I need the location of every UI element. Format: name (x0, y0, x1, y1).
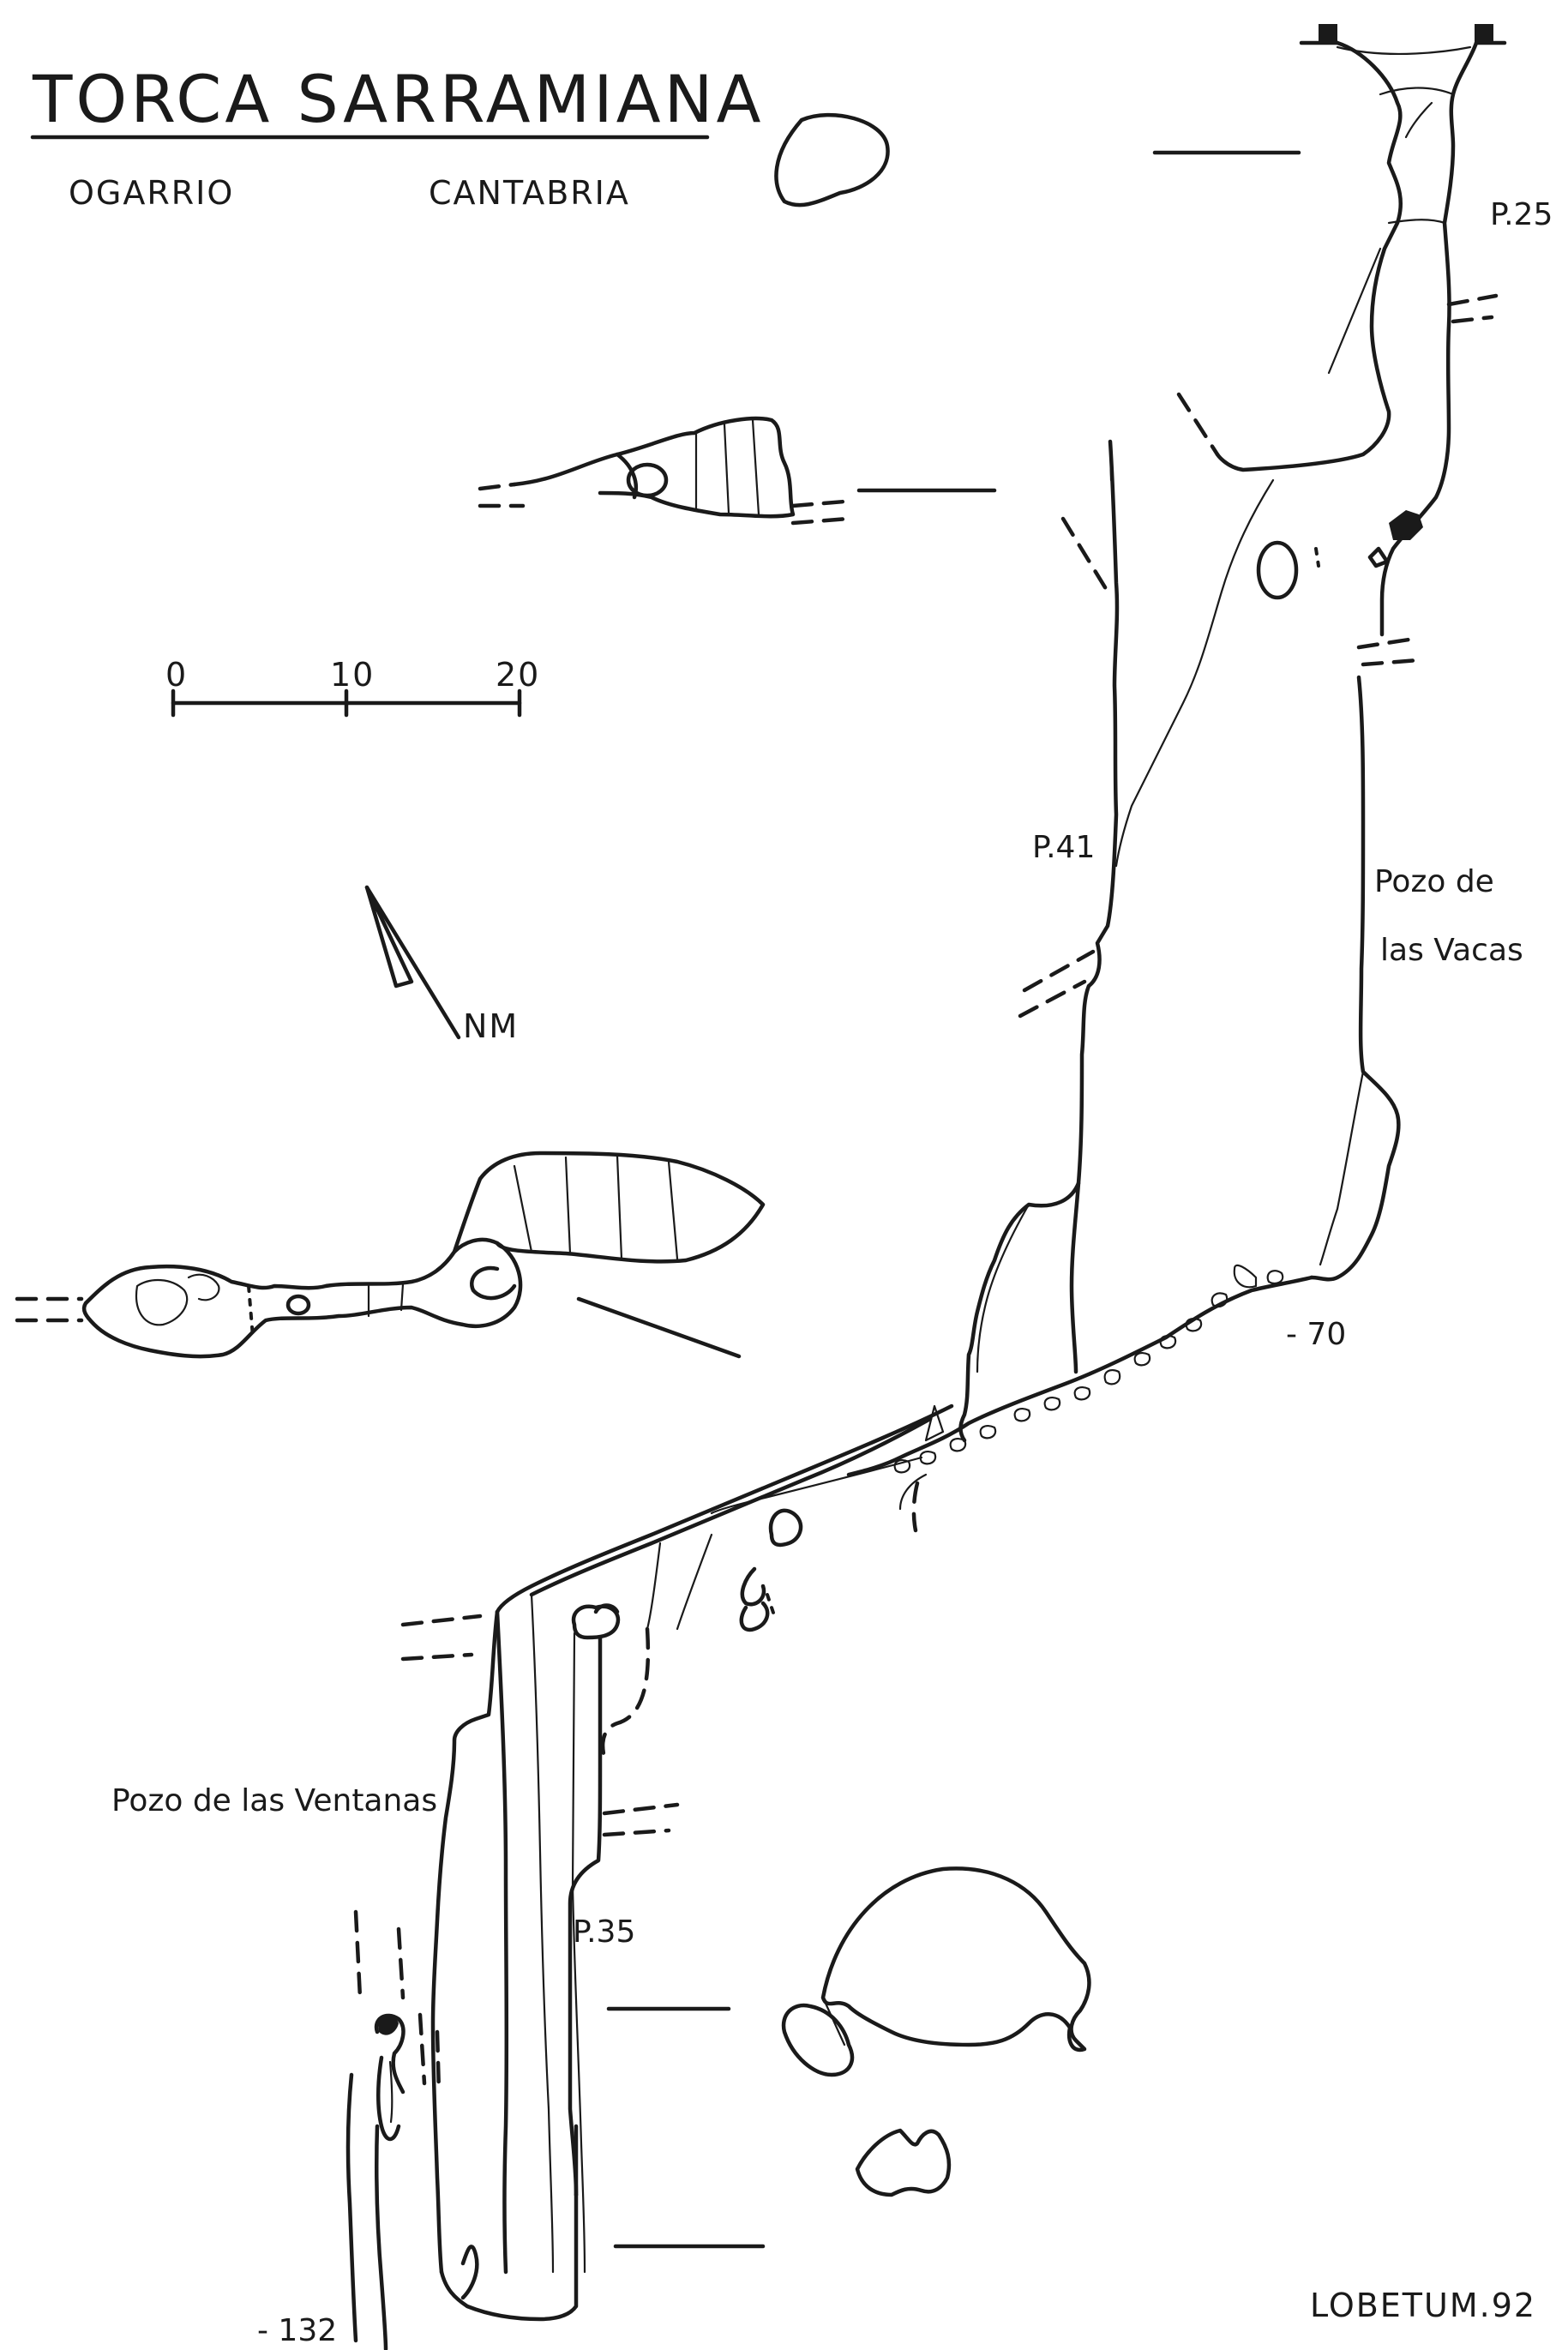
scale-tick-0: 0 (165, 656, 188, 694)
plan-view-middle-passage (15, 1151, 766, 1359)
label-p25: P.25 (1490, 197, 1553, 232)
boulder-upper (1256, 540, 1299, 600)
label-pozo-vacas-1: Pozo de (1374, 864, 1494, 899)
north-arrow-icon: NM (364, 885, 519, 1045)
label-p35: P.35 (573, 1914, 635, 1950)
label-pozo-vacas-2: las Vacas (1380, 933, 1523, 968)
label-pozo-ventanas: Pozo de las Ventanas (111, 1783, 437, 1818)
plan-view-bottom-chamber (613, 2128, 952, 2249)
north-arrow-label: NM (463, 1007, 519, 1045)
label-depth-132: - 132 (257, 2313, 337, 2348)
scale-tick-20: 20 (496, 656, 540, 694)
cave-elevation-section (345, 24, 1507, 2350)
region-label: CANTABRIA (429, 174, 630, 212)
plan-view-lower-chamber (606, 1866, 1091, 2077)
survey-title: TORCA SARRAMIANA (32, 61, 764, 137)
boulder-middle (768, 1508, 803, 1548)
scale-bar: 0 10 20 (165, 656, 540, 718)
locality-label: OGARRIO (69, 174, 234, 212)
plan-view-top-chamber (774, 112, 1301, 207)
plan-view-upper-passage (478, 416, 997, 526)
survey-credit: LOBETUM.92 (1310, 2287, 1536, 2324)
label-depth-70: - 70 (1286, 1317, 1346, 1352)
entrance-marker-right (1475, 24, 1493, 43)
scale-tick-10: 10 (330, 656, 375, 694)
entrance-marker-left (1319, 24, 1337, 43)
label-p41: P.41 (1032, 830, 1095, 865)
